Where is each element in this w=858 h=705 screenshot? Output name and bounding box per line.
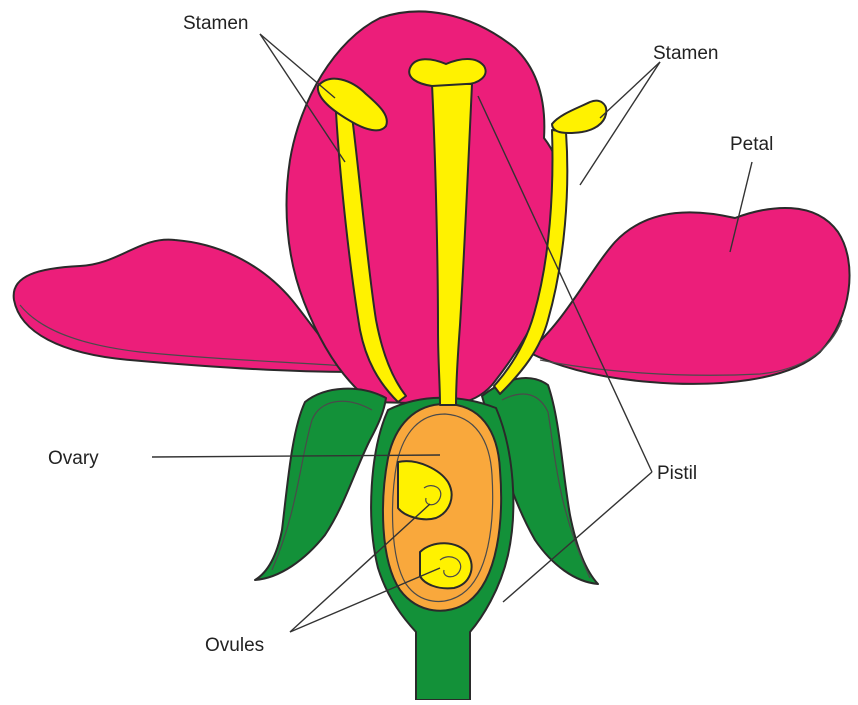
right-petal xyxy=(528,208,850,384)
label-petal: Petal xyxy=(730,134,773,155)
label-stamen-left: Stamen xyxy=(183,13,248,34)
label-ovary: Ovary xyxy=(48,448,99,469)
label-ovules: Ovules xyxy=(205,635,264,656)
label-pistil: Pistil xyxy=(657,463,697,484)
label-stamen-right: Stamen xyxy=(653,43,718,64)
leader-stamen-left-a xyxy=(260,34,335,98)
leader-stamen-right-a xyxy=(600,62,660,118)
ovule-lower xyxy=(420,543,472,588)
pistil-stigma xyxy=(409,59,485,86)
left-sepal xyxy=(255,389,386,580)
right-stamen-anther xyxy=(552,101,606,133)
